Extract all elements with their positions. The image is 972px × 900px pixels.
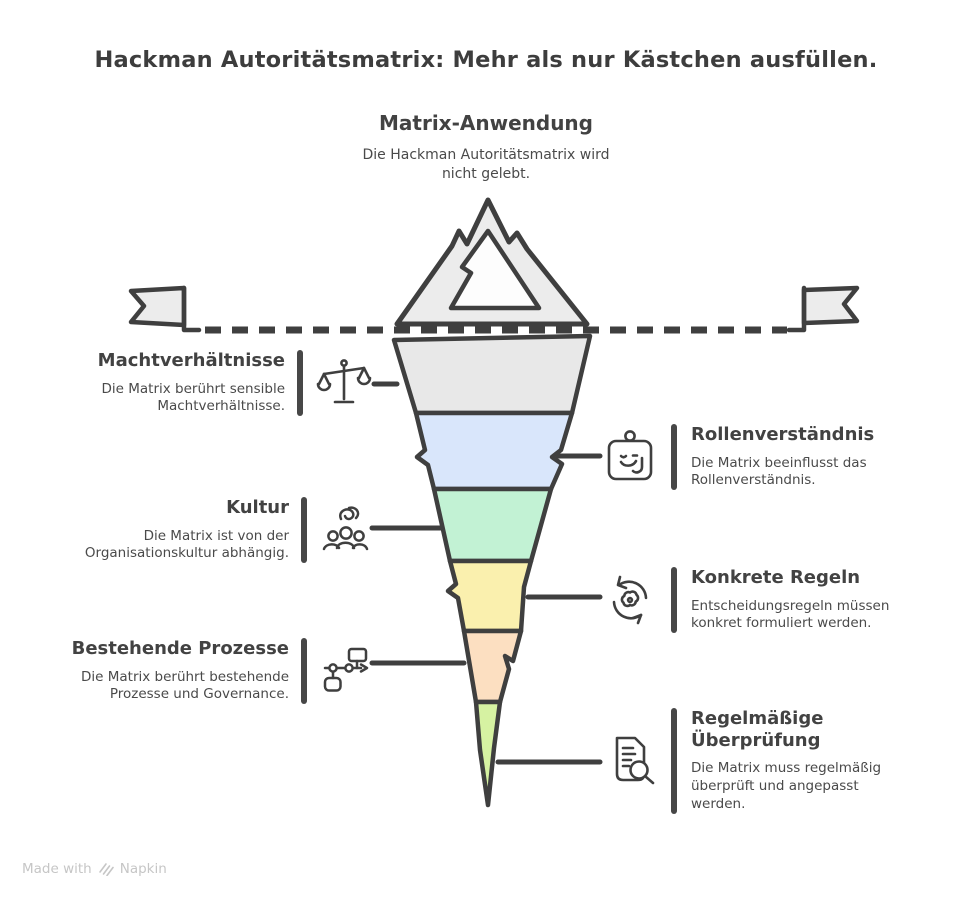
right-flag-pole [786,285,807,333]
diagram-title: Hackman Autoritätsmatrix: Mehr als nur K… [94,47,878,73]
callout-kultur: Kultur Die Matrix ist von der Organisati… [26,497,372,564]
layer-bestehende-prozesse [461,628,524,705]
mountain-inner-ridge [448,228,542,311]
callout-text: Rollenverständnis Die Matrix beeinflusst… [691,424,954,490]
role-badge-icon [602,429,658,485]
top-section: Matrix-Anwendung Die Hackman Autoritätsm… [0,111,972,184]
footer: Made with Napkin [22,861,167,877]
divider-bar [301,497,307,564]
callout-konkrete-regeln: Konkrete Regeln Entscheidungsregeln müss… [602,567,954,634]
callout-text: Kultur Die Matrix ist von der Organisati… [26,497,289,563]
callout-regelmaessige-ueberpruefung: Regelmäßige Überprüfung Die Matrix muss … [602,708,954,814]
callout-description: Die Matrix berührt bestehende Prozesse u… [80,668,289,703]
callout-text: Machtverhältnisse Die Matrix berührt sen… [26,350,285,416]
rules-cycle-icon [602,572,658,628]
callout-title: Kultur [226,497,289,518]
right-flag-icon [801,285,860,326]
callout-text: Regelmäßige Überprüfung Die Matrix muss … [691,708,954,814]
layer-regelmaessige-ueberpruefung [473,699,503,808]
callout-description: Die Matrix ist von der Organisationskult… [84,527,289,562]
made-with-text: Made with [22,861,92,877]
divider-bar [671,424,677,491]
callout-title: Rollenverständnis [691,424,875,445]
callout-title: Konkrete Regeln [691,567,861,588]
callout-rollenverstaendnis: Rollenverständnis Die Matrix beeinflusst… [602,424,954,491]
iceberg-shapes [128,197,860,808]
callout-title: Bestehende Prozesse [71,638,289,659]
callout-text: Bestehende Prozesse Die Matrix berührt b… [26,638,289,704]
layer-rollenverstaendnis [413,410,575,492]
left-flag-icon [128,285,187,328]
callout-description: Die Matrix beeinflusst das Rollenverstän… [691,454,867,489]
callout-bestehende-prozesse: Bestehende Prozesse Die Matrix berührt b… [26,638,372,705]
left-flag-pole [181,285,202,333]
callout-description: Entscheidungsregeln müssen konkret formu… [691,597,890,632]
brand-name: Napkin [119,861,167,877]
top-section-title: Matrix-Anwendung [379,111,593,135]
divider-bar [301,638,307,705]
scales-icon [316,358,372,408]
layer-kultur [431,486,554,564]
divider-bar [671,708,677,814]
divider-bar [671,567,677,634]
flowchart-icon [320,645,372,697]
napkin-logo-icon [98,863,114,876]
callout-machtverhaeltnisse: Machtverhältnisse Die Matrix berührt sen… [26,350,372,417]
callout-text: Konkrete Regeln Entscheidungsregeln müss… [691,567,954,633]
layer-konkrete-regeln [445,558,534,634]
people-group-icon [320,504,372,556]
callout-title: Machtverhältnisse [97,350,285,371]
layer-machtverhaeltnisse [391,333,593,416]
top-section-description: Die Hackman Autoritätsmatrix wird nicht … [362,147,610,182]
callout-description: Die Matrix muss regelmäßig überprüft und… [691,760,882,812]
callout-description: Die Matrix berührt sensible Machtverhält… [101,380,285,415]
divider-bar [297,350,303,417]
document-search-icon [602,733,658,789]
callout-title: Regelmäßige Überprüfung [691,708,824,751]
